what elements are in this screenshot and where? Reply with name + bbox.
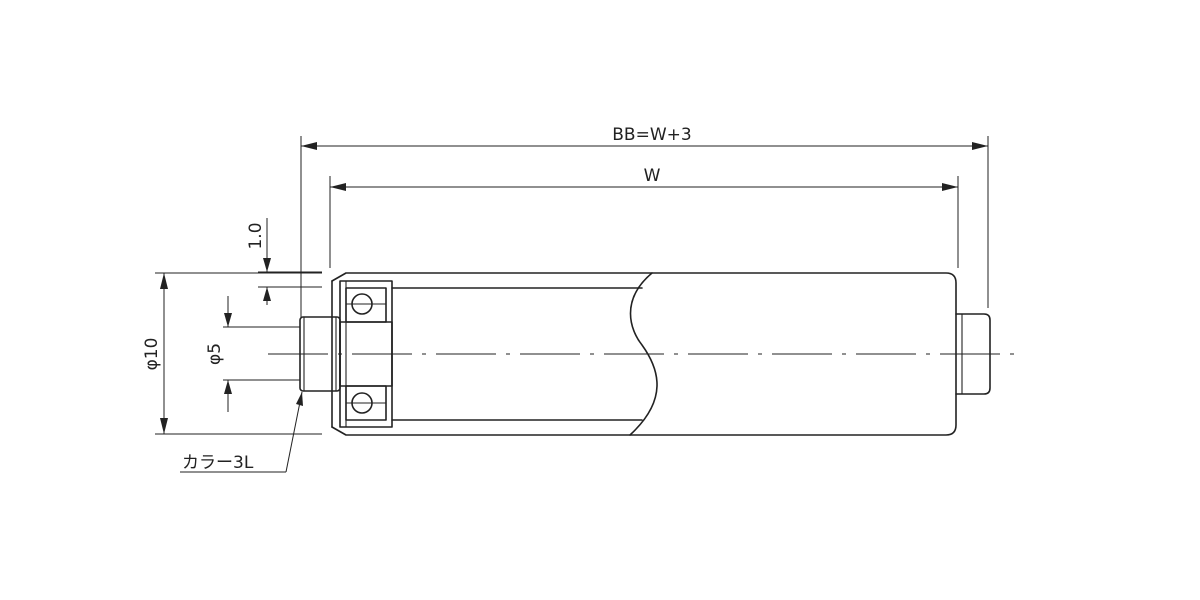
roller-diameter-label: φ10	[142, 338, 162, 371]
lower-bearing	[345, 385, 387, 421]
face-width-dimension: W	[329, 166, 959, 268]
overall-length-dimension: BB=W+3	[300, 125, 989, 318]
shaft-diameter-label: φ5	[205, 343, 225, 365]
upper-bearing	[345, 287, 387, 323]
offset-label: 1.0	[246, 222, 266, 249]
roller-diameter-dimension: φ10	[142, 272, 322, 435]
shaft-diameter-dimension: φ5	[205, 296, 300, 412]
collar-callout: カラー3L	[180, 391, 303, 473]
offset-dimension: 1.0	[246, 218, 322, 305]
overall-length-label: BB=W+3	[612, 125, 691, 145]
face-width-label: W	[644, 166, 661, 186]
collar-label: カラー3L	[182, 453, 254, 473]
